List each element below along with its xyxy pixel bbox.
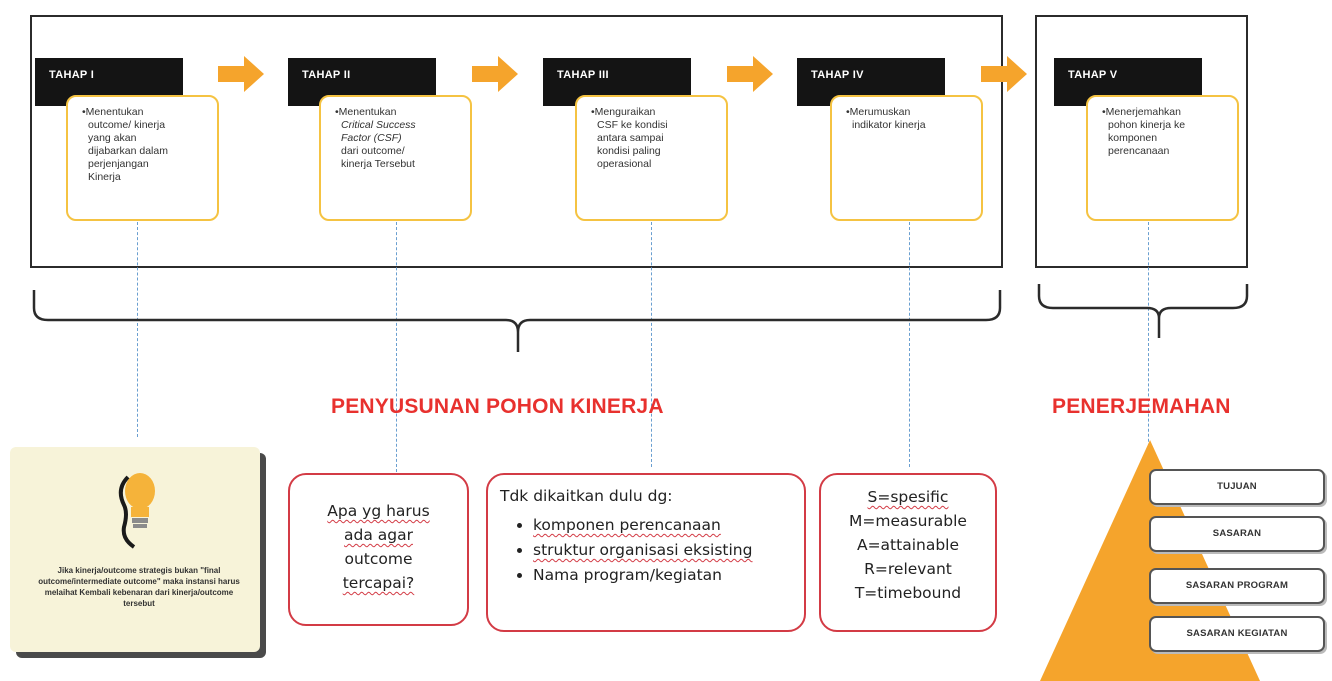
- pyramid-item-sasaran-kegiatan: SASARAN KEGIATAN: [1149, 616, 1325, 652]
- smart-line: R=relevant: [864, 560, 952, 578]
- smart-line: A=attainable: [856, 536, 960, 554]
- card-line: •Merumuskan: [846, 106, 911, 118]
- card-line: antara sampai: [597, 132, 664, 144]
- penyusunan-title: PENYUSUNAN POHON KINERJA: [331, 395, 664, 418]
- connector-line: [1148, 222, 1149, 467]
- card-line: komponen: [1108, 132, 1158, 144]
- card-line: Kinerja: [88, 171, 121, 183]
- card-line: pohon kinerja ke: [1108, 119, 1186, 131]
- not-linked-list: komponen perencanaan struktur organisasi…: [500, 513, 794, 588]
- card-line: indikator kinerja: [852, 119, 926, 131]
- card-line: yang akan: [88, 132, 137, 144]
- card-line: •Menentukan: [82, 106, 144, 118]
- arrow-right-icon: [727, 56, 773, 92]
- list-item: Nama program/kegiatan: [533, 563, 794, 588]
- question-line: tercapai?: [342, 574, 415, 592]
- tip-box: Jika kinerja/outcome strategis bukan "fi…: [10, 447, 260, 652]
- question-line: outcome: [344, 550, 413, 568]
- card-line: perencanaan: [1108, 145, 1170, 157]
- stage-5-card: •Menerjemahkan pohon kinerja ke komponen…: [1086, 95, 1239, 221]
- card-line: outcome/ kinerja: [88, 119, 166, 131]
- not-linked-box: Tdk dikaitkan dulu dg: komponen perencan…: [486, 473, 806, 632]
- smart-box: S=spesific M=measurable A=attainable R=r…: [819, 473, 997, 632]
- not-linked-heading: Tdk dikaitkan dulu dg:: [500, 487, 673, 505]
- card-line: operasional: [597, 158, 652, 170]
- penerjemahan-frame: [1035, 15, 1248, 268]
- arrow-right-icon: [981, 56, 1027, 92]
- card-line: Factor (CSF): [341, 132, 402, 144]
- smart-line: M=measurable: [849, 512, 967, 530]
- list-item: komponen perencanaan: [533, 513, 794, 538]
- brace-penerjemahan: [1037, 284, 1249, 338]
- brace-penyusunan: [32, 290, 1002, 352]
- smart-line: T=timebound: [854, 584, 962, 602]
- card-line: Critical Success: [341, 119, 416, 131]
- stage-4-card: •Merumuskan indikator kinerja: [830, 95, 983, 221]
- connector-line: [137, 222, 138, 437]
- card-line: •Menguraikan: [591, 106, 656, 118]
- pyramid-item-sasaran: SASARAN: [1149, 516, 1325, 552]
- penyusunan-frame: [30, 15, 1003, 268]
- card-line: kondisi paling: [597, 145, 661, 157]
- connector-line: [909, 222, 910, 467]
- arrow-right-icon: [218, 56, 264, 92]
- card-line: •Menerjemahkan: [1102, 106, 1181, 118]
- question-box: Apa yg harus ada agar outcome tercapai?: [288, 473, 469, 626]
- stage-1-card: •Menentukan outcome/ kinerja yang akan d…: [66, 95, 219, 221]
- connector-line: [651, 222, 652, 467]
- card-line: CSF ke kondisi: [597, 119, 668, 131]
- arrow-right-icon: [472, 56, 518, 92]
- tip-text: Jika kinerja/outcome strategis bukan "fi…: [38, 566, 240, 608]
- card-line: dari outcome/: [341, 145, 405, 157]
- smart-line: S=spesific: [867, 488, 949, 506]
- stage-3-card: •Menguraikan CSF ke kondisi antara sampa…: [575, 95, 728, 221]
- card-line: kinerja Tersebut: [341, 158, 415, 170]
- pyramid-item-sasaran-program: SASARAN PROGRAM: [1149, 568, 1325, 604]
- question-line: Apa yg harus: [327, 502, 430, 520]
- connector-line: [396, 222, 397, 472]
- card-line: dijabarkan dalam: [88, 145, 168, 157]
- card-line: •Menentukan: [335, 106, 397, 118]
- lightbulb-icon: [118, 473, 155, 549]
- pyramid-item-tujuan: TUJUAN: [1149, 469, 1325, 505]
- stage-2-card: •Menentukan Critical Success Factor (CSF…: [319, 95, 472, 221]
- question-line: ada agar: [344, 526, 413, 544]
- list-item: struktur organisasi eksisting: [533, 538, 794, 563]
- card-line: perjenjangan: [88, 158, 149, 170]
- penerjemahan-title: PENERJEMAHAN: [1052, 395, 1231, 418]
